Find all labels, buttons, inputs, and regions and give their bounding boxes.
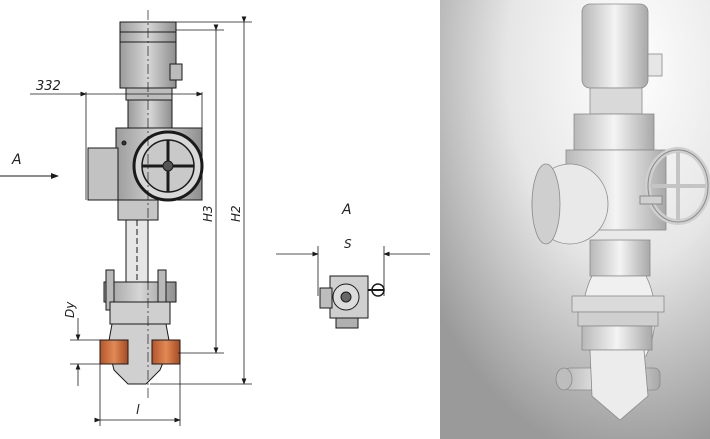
valve-3d-render bbox=[440, 0, 710, 439]
electric-motor bbox=[119, 21, 183, 101]
handwheel bbox=[132, 130, 204, 202]
view-a-title: A bbox=[341, 202, 352, 218]
dimension-h3 bbox=[176, 24, 224, 354]
dimension-332 bbox=[30, 91, 203, 200]
dim-l-label: l bbox=[136, 403, 140, 418]
dim-332-label: 332 bbox=[36, 79, 61, 94]
dim-h2-label: H2 bbox=[229, 205, 243, 222]
render-yoke-and-body bbox=[555, 239, 665, 421]
render-gearbox bbox=[531, 113, 667, 245]
dim-s-label: S bbox=[344, 237, 352, 251]
bonnet bbox=[103, 269, 177, 325]
dimension-dy bbox=[70, 318, 100, 386]
dim-h3-label: H3 bbox=[201, 205, 215, 222]
dim-dy-label: Dy bbox=[63, 301, 77, 318]
dimension-l bbox=[94, 364, 181, 426]
technical-drawing: 332 A H3 H2 Dy bbox=[0, 10, 430, 426]
view-a-valve bbox=[319, 275, 385, 329]
valve-body bbox=[99, 323, 181, 385]
yoke bbox=[117, 199, 159, 283]
render-handwheel bbox=[639, 147, 710, 225]
view-a-label: A bbox=[11, 152, 22, 168]
dimension-h2 bbox=[150, 16, 252, 385]
